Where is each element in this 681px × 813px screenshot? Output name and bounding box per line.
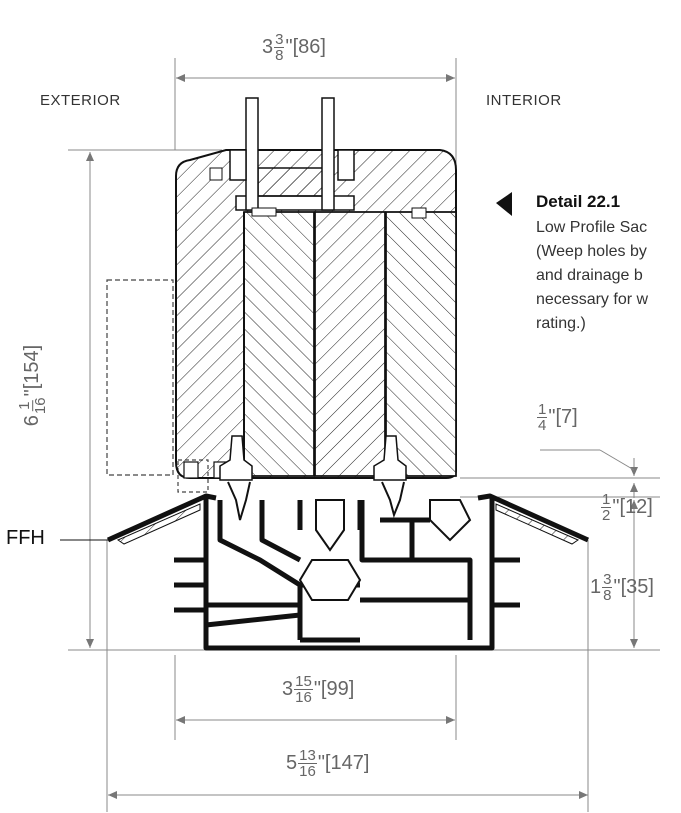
dim-unit: " [21, 389, 44, 397]
detail-line: rating.) [536, 315, 586, 332]
dim-num: 1 [537, 401, 548, 418]
dim-den: 4 [538, 417, 547, 434]
aluminum-sill [106, 493, 590, 651]
dim-den: 16 [299, 763, 316, 780]
dim-num: 1 [601, 491, 612, 508]
dim-unit: " [613, 576, 621, 598]
dashed-stop-outline [106, 279, 174, 476]
dim-den: 2 [602, 507, 611, 524]
dim-metric: [99] [320, 678, 355, 700]
dim-den: 8 [275, 47, 284, 64]
detail-line: necessary for w [536, 291, 649, 308]
dim-unit: " [612, 496, 620, 518]
dim-den: 16 [295, 689, 312, 706]
detail-title: Detail 22.1 [536, 192, 621, 211]
dim-metric: [86] [292, 36, 326, 58]
dim-metric: [12] [619, 496, 653, 518]
dim-unit: " [548, 406, 556, 428]
dim-whole: 1 [590, 576, 602, 598]
left-seal-clip [219, 435, 253, 481]
dim-whole: 5 [286, 752, 298, 774]
dim-num: 3 [602, 571, 613, 588]
dim-num: 1 [16, 400, 34, 411]
handle-left-bar [245, 97, 259, 211]
detail-line: (Weep holes by [536, 243, 647, 260]
dim-num: 3 [274, 31, 285, 48]
dim-metric: [147] [324, 752, 370, 774]
detail-line: Low Profile Sac [536, 219, 648, 236]
ffh-label: FFH [6, 527, 45, 549]
dim-metric: [35] [620, 576, 654, 598]
interior-label: INTERIOR [486, 92, 562, 109]
dim-whole: 6 [21, 415, 44, 427]
dim-whole: 3 [262, 36, 274, 58]
dim-unit: " [317, 752, 325, 774]
dim-den: 16 [32, 397, 50, 415]
detail-callout: Detail 22.1 Low Profile Sac (Weep holes … [536, 192, 681, 336]
dim-unit: " [285, 36, 293, 58]
dim-metric: [154] [21, 344, 44, 390]
detail-marker-icon [496, 192, 512, 216]
detail-line: and drainage b [536, 267, 643, 284]
sill-center-clip [298, 499, 472, 601]
dim-num: 15 [294, 673, 313, 690]
right-seal-clip [373, 435, 407, 481]
exterior-label: EXTERIOR [40, 92, 121, 109]
dim-whole: 3 [282, 678, 294, 700]
handle-right-bar [321, 97, 335, 211]
dim-den: 8 [603, 587, 612, 604]
dim-unit: " [313, 678, 321, 700]
dim-metric: [7] [555, 406, 578, 428]
dim-num: 13 [298, 747, 317, 764]
